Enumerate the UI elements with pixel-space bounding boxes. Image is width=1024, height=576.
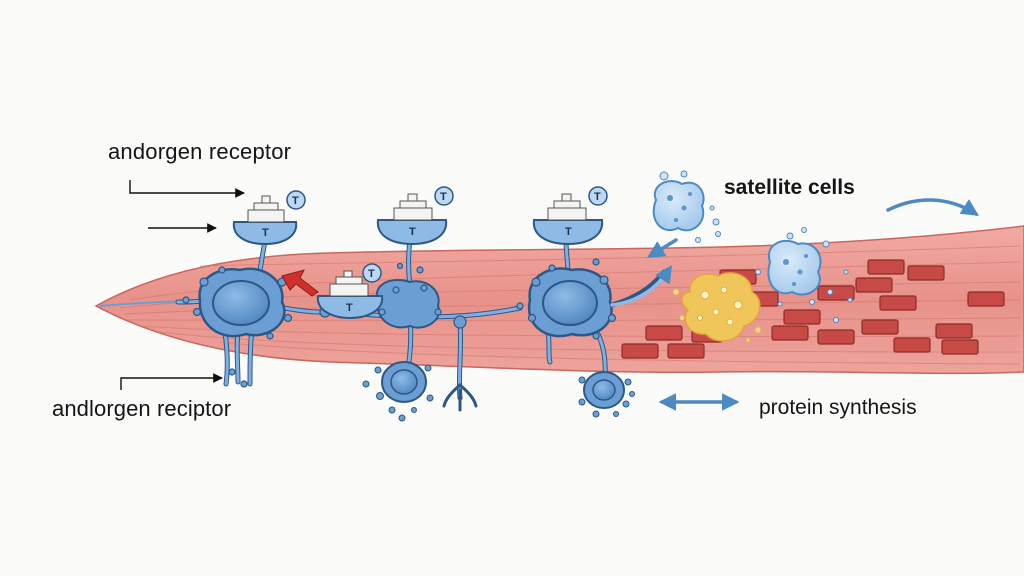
arrow-to-satellite [610,265,672,307]
t-badge-letter: T [368,268,375,280]
protein-block [667,343,705,359]
t-badge-letter: T [440,191,447,203]
t-badge-letter: T [292,195,299,207]
receptor-letter: T [565,226,572,238]
receptor-1: T T [232,190,306,246]
protein-block [941,339,979,355]
androgen-receptor-label-top: andorgen receptor [108,139,292,164]
cell-3 [516,258,617,340]
receptor-letter: T [409,226,416,238]
receptor-4: T T [316,263,384,320]
protein-block [861,319,899,335]
nucleus [212,280,270,326]
arrow-icon [610,198,979,411]
t-badge [434,186,454,206]
yellow-cluster [672,272,762,343]
receptor-2: T T [376,186,454,246]
t-badge-letter: T [594,191,601,203]
satellite-cell-top [652,170,721,243]
protein-block [867,259,905,275]
t-badge [362,263,382,283]
protein-blocks [621,259,1005,359]
receptor-letter: T [346,302,353,314]
t-badge [286,190,306,210]
satellite-cells-label: satellite cells [724,176,855,199]
protein-block [893,337,931,353]
protein-block [967,291,1005,307]
satellite-cell-right [755,227,853,323]
receptor-letter: T [262,227,269,239]
bottom-cell-1 [362,361,434,422]
curved-arrow-top-right [886,198,979,216]
t-badge [588,186,608,206]
protein-block [771,325,809,341]
protein-block [783,309,821,325]
cell-2 [319,262,467,329]
red-arrow-icon [281,269,319,297]
pointer-arrow-1 [129,180,245,198]
protein-block [855,277,893,293]
label-arrows [120,180,245,390]
bottom-cell-2 [578,371,635,418]
protein-block [621,343,659,359]
protein-block [907,265,945,281]
nucleus [542,280,598,326]
protein-block [935,323,973,339]
protein-block [879,295,917,311]
pointer-arrow-3 [120,373,223,390]
protein-block [817,329,855,345]
receptor-3: T T [532,186,608,246]
protein-block [645,325,683,341]
protein-block [817,285,855,301]
arrow-to-fiber [647,238,678,258]
protein-synthesis-label: protein synthesis [759,396,917,419]
cell-1 [182,266,293,388]
androgen-receptor-label-bottom: andlorgen reciptor [52,396,232,421]
